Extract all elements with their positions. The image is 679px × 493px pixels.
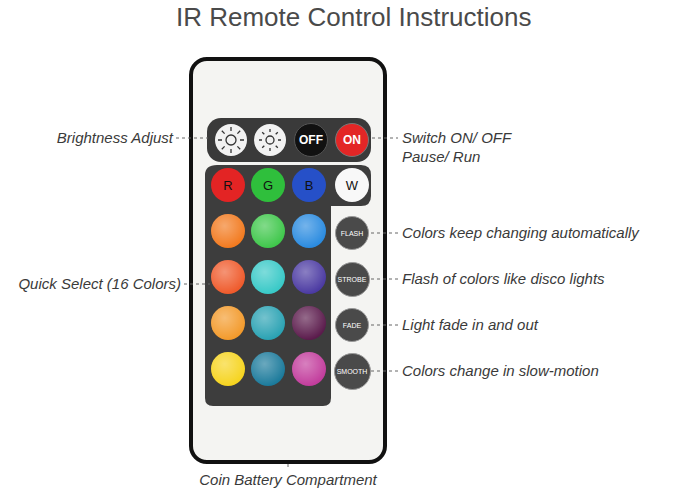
button-label: FADE — [343, 322, 361, 329]
remote-button: FLASH — [335, 216, 369, 250]
remote-button: R — [211, 168, 245, 202]
button-label: B — [305, 178, 314, 193]
callout-label: Switch ON/ OFF Pause/ Run — [402, 128, 524, 166]
callout-label: Coin Battery Compartment — [160, 470, 416, 489]
button-label: SMOOTH — [337, 368, 368, 375]
color-button-panel — [205, 165, 371, 406]
callout-label: Colors keep changing automatically — [402, 223, 677, 242]
brightness-buttons — [215, 124, 286, 156]
leader-lines — [176, 138, 398, 470]
callout-label: Light fade in and out — [402, 315, 677, 334]
quick-select-buttons — [211, 214, 326, 386]
remote-button: SMOOTH — [334, 353, 371, 390]
remote-button: W — [335, 168, 369, 202]
callout-label: Quick Select (16 Colors) — [0, 274, 181, 293]
button-label: ON — [343, 133, 361, 147]
remote-button: ON — [335, 123, 369, 157]
remote-button: G — [251, 168, 285, 202]
button-label: R — [223, 178, 232, 193]
diagram-title: IR Remote Control Instructions — [176, 2, 531, 33]
remote-button: STROBE — [335, 262, 370, 297]
top-button-bar — [207, 118, 371, 162]
button-label: W — [346, 178, 358, 193]
remote-button: OFF — [294, 123, 328, 157]
button-label: G — [263, 178, 273, 193]
remote-button: FADE — [335, 308, 369, 342]
button-label: STROBE — [338, 276, 367, 283]
button-label: OFF — [299, 133, 323, 147]
callout-label: Flash of colors like disco lights — [402, 269, 677, 288]
remote-body — [191, 59, 385, 462]
button-label: FLASH — [341, 230, 364, 237]
callout-label: Colors change in slow-motion — [402, 361, 677, 380]
remote-button: B — [292, 168, 326, 202]
callout-label: Brightness Adjust — [2, 128, 173, 147]
